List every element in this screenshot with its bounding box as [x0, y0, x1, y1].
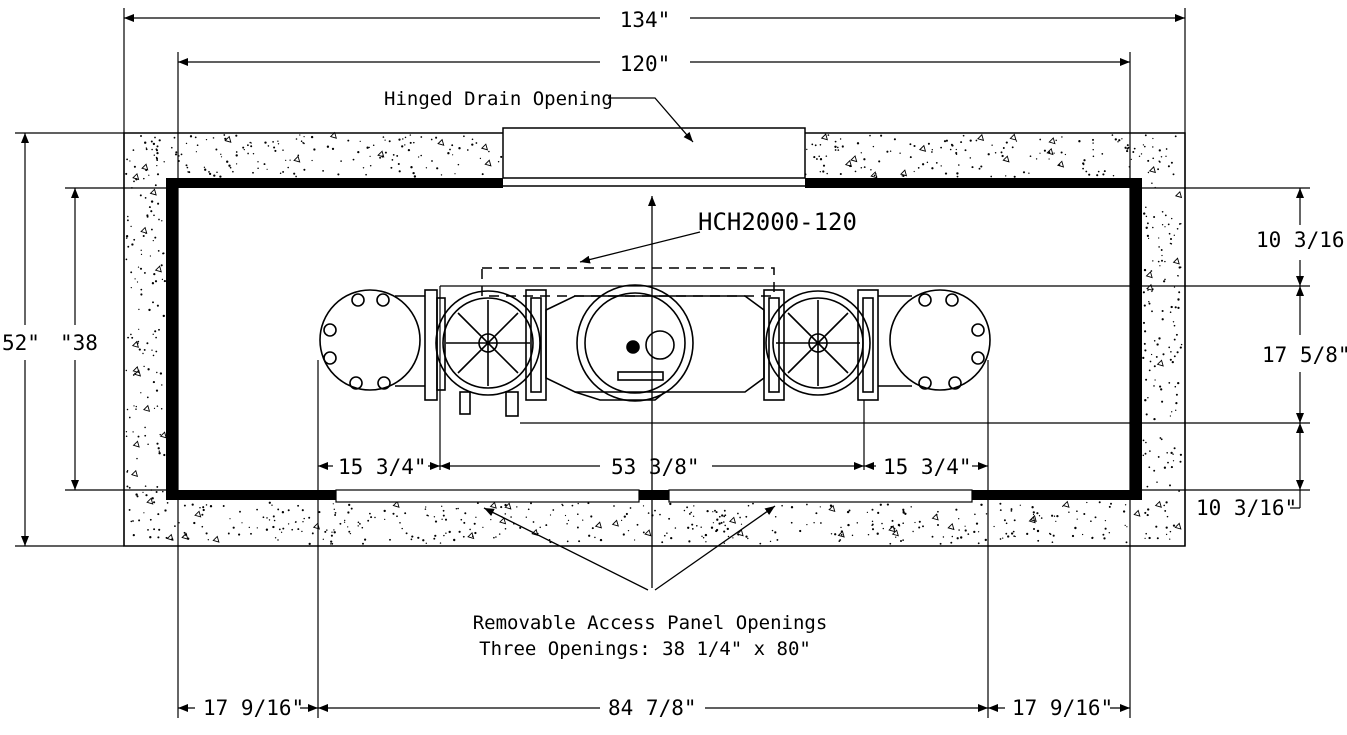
access-panel-line1: Removable Access Panel Openings — [473, 612, 828, 634]
access-panel-openings — [335, 489, 973, 503]
interior-dim-right: 15 3/4" — [883, 455, 972, 479]
bottom-dim-right: 17 9/16" — [1012, 696, 1113, 720]
concrete-stipple — [125, 131, 1183, 546]
right-dim-bottom: 10 3/16" — [1196, 496, 1297, 520]
model-label: HCH2000-120 — [698, 208, 857, 236]
bottom-dim-left: 17 9/16" — [203, 696, 304, 720]
leader-lines — [483, 97, 776, 591]
interior-dim-center: 53 3/8" — [611, 455, 700, 479]
enclosure-wall — [166, 178, 1142, 500]
right-dim-middle: 17 5/8" — [1262, 343, 1347, 367]
inner-width-label: 120" — [620, 52, 671, 76]
hinged-drain-opening — [502, 127, 806, 179]
extension-lines — [15, 8, 1310, 718]
dimension-lines — [21, 14, 1304, 712]
access-panel-line2: Three Openings: 38 1/4" x 80" — [479, 638, 811, 660]
right-dim-top: 10 3/16" — [1256, 228, 1347, 252]
overall-height-label: 52" — [2, 331, 40, 355]
backflow-assembly — [319, 284, 991, 417]
bottom-dim-center: 84 7/8" — [608, 696, 697, 720]
interior-dim-left: 15 3/4" — [338, 455, 427, 479]
hinged-drain-label: Hinged Drain Opening — [384, 88, 613, 110]
inner-height-label: "38 — [60, 331, 98, 355]
overall-width-label: 134" — [620, 8, 671, 32]
